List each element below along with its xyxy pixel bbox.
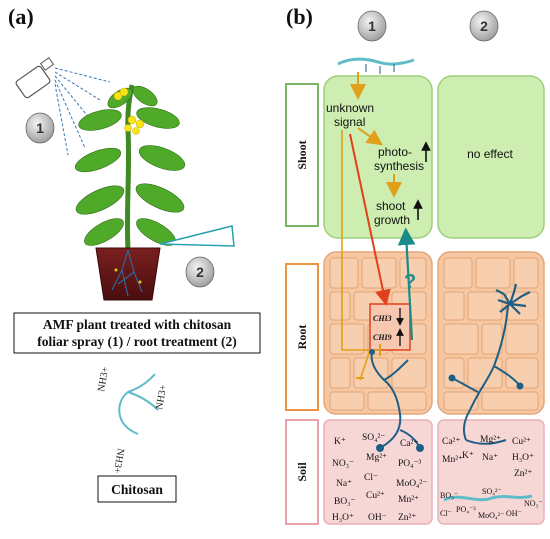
svg-text:H₃O⁺: H₃O⁺ xyxy=(332,513,354,523)
panel-label-b: (b) xyxy=(286,4,313,29)
svg-text:PO₄⁻³: PO₄⁻³ xyxy=(398,459,421,469)
signal-to-photo-arrow xyxy=(357,127,383,146)
zone-tag-shoot: Shoot xyxy=(285,83,319,227)
svg-text:SO₄²⁻: SO₄²⁻ xyxy=(482,487,502,496)
svg-text:H₃O⁺: H₃O⁺ xyxy=(512,453,534,463)
plant-illustration xyxy=(74,84,186,251)
gene-chi9: CHI9 xyxy=(373,333,392,342)
zone-tag-soil: Soil xyxy=(285,419,319,525)
root-compartment-2 xyxy=(437,251,545,415)
fungal-hyphae-1 xyxy=(369,349,424,452)
chi-gene-box: CHI3 CHI9 xyxy=(369,303,411,351)
question-mark: ? xyxy=(404,271,416,293)
svg-text:Zn²⁺: Zn²⁺ xyxy=(514,469,532,479)
svg-text:SO₄²⁻: SO₄²⁻ xyxy=(362,433,385,443)
shoot-compartment-1 xyxy=(323,75,433,239)
fungal-hyphae-2 xyxy=(448,305,524,445)
leaf-surface-icon xyxy=(337,57,415,74)
svg-text:Cu²⁺: Cu²⁺ xyxy=(366,491,385,501)
pot-with-roots xyxy=(95,247,161,301)
treatment-2-badge-left: 2 xyxy=(185,256,215,288)
unknown-signal-line-2: signal xyxy=(334,115,365,129)
svg-text:Ca²⁺: Ca²⁺ xyxy=(400,439,418,449)
no-effect-text: no effect xyxy=(467,147,513,161)
soil-compartment-1 xyxy=(323,419,433,525)
svg-text:OH⁻: OH⁻ xyxy=(368,513,387,523)
svg-text:Cl⁻: Cl⁻ xyxy=(364,473,378,483)
svg-text:Cl⁻: Cl⁻ xyxy=(440,509,452,518)
panel-label-a: (a) xyxy=(8,4,34,29)
photosynthesis-line-1: photo- xyxy=(378,145,412,159)
unknown-signal-line-1: unknown xyxy=(326,101,374,115)
nh3-label-1: NH3+ xyxy=(96,366,111,393)
root-to-growth-arrow xyxy=(397,227,416,341)
pipette-icon xyxy=(159,225,235,247)
svg-text:Ca²⁺: Ca²⁺ xyxy=(442,437,460,447)
chitosan-label-box: Chitosan xyxy=(97,475,177,503)
svg-text:Chitosan: Chitosan xyxy=(111,482,163,497)
svg-text:MoO₄²⁻: MoO₄²⁻ xyxy=(396,479,427,489)
signal-to-root-arrow xyxy=(349,133,391,306)
svg-text:Zn²⁺: Zn²⁺ xyxy=(398,513,416,523)
treatment-1-badge-left: 1 xyxy=(25,112,55,144)
shoot-growth-line-1: shoot xyxy=(376,199,406,213)
photosynthesis-line-2: synthesis xyxy=(374,159,424,173)
svg-text:1: 1 xyxy=(368,18,376,34)
svg-text:K⁺: K⁺ xyxy=(334,437,346,447)
treatment-1-badge-top: 1 xyxy=(357,10,387,42)
inhibition-line xyxy=(341,130,380,351)
svg-text:NO₃⁻: NO₃⁻ xyxy=(524,499,543,508)
svg-text:2: 2 xyxy=(196,264,204,280)
treatment-2-badge-top: 2 xyxy=(469,10,499,42)
svg-text:OH⁻: OH⁻ xyxy=(506,509,522,518)
svg-text:BO₃⁻: BO₃⁻ xyxy=(440,491,458,500)
arbuscule-icon xyxy=(495,283,531,315)
soil-ions-2: Ca²⁺ Mg²⁺ Cu²⁺ K⁺ Mn²⁺ Na⁺ H₃O⁺ Zn²⁺ xyxy=(442,435,534,479)
svg-text:Mg²⁺: Mg²⁺ xyxy=(480,435,501,445)
svg-text:Mn²⁺: Mn²⁺ xyxy=(442,455,463,465)
svg-text:Na⁺: Na⁺ xyxy=(482,453,498,463)
svg-text:Na⁺: Na⁺ xyxy=(336,479,352,489)
caption-line-2: foliar spray (1) / root treatment (2) xyxy=(37,334,236,349)
soil-ions-1: K⁺ SO₄²⁻ Ca²⁺ NO₃⁻ Mg²⁺ PO₄⁻³ Na⁺ Cl⁻ Mo… xyxy=(332,433,427,523)
caption-line-1: AMF plant treated with chitosan xyxy=(43,317,232,332)
svg-text:MoO₄²⁻: MoO₄²⁻ xyxy=(478,511,504,520)
svg-text:Mg²⁺: Mg²⁺ xyxy=(366,453,387,463)
svg-text:BO₃⁻: BO₃⁻ xyxy=(334,497,356,507)
gene-chi3: CHI3 xyxy=(373,314,392,323)
svg-text:2: 2 xyxy=(480,18,488,34)
zone-tag-root: Root xyxy=(285,263,319,411)
svg-text:Soil: Soil xyxy=(295,462,309,482)
soil-chitosan-chain xyxy=(443,494,533,502)
soil-ions-bottom: BO₃⁻ SO₄²⁻ Cl⁻ PO₄⁻³ MoO₄²⁻ OH⁻ NO₃⁻ xyxy=(440,487,543,520)
shoot-growth-line-2: growth xyxy=(374,213,410,227)
nh3-label-2: NH3+ xyxy=(154,384,169,411)
svg-text:Mn²⁺: Mn²⁺ xyxy=(398,495,419,505)
svg-text:Cu²⁺: Cu²⁺ xyxy=(512,437,531,447)
svg-text:K⁺: K⁺ xyxy=(462,451,474,461)
svg-text:NO₃⁻: NO₃⁻ xyxy=(332,459,354,469)
svg-text:1: 1 xyxy=(36,120,44,136)
shoot-compartment-2 xyxy=(437,75,545,239)
spray-bottle-icon xyxy=(15,57,55,99)
chitosan-molecule: NH3+ NH3+ NH3+ xyxy=(96,366,169,475)
caption-box: AMF plant treated with chitosan foliar s… xyxy=(13,312,261,354)
svg-text:Root: Root xyxy=(295,325,309,350)
svg-text:PO₄⁻³: PO₄⁻³ xyxy=(456,505,476,514)
nh3-label-3: NH3+ xyxy=(111,447,126,474)
svg-text:Shoot: Shoot xyxy=(295,140,309,169)
